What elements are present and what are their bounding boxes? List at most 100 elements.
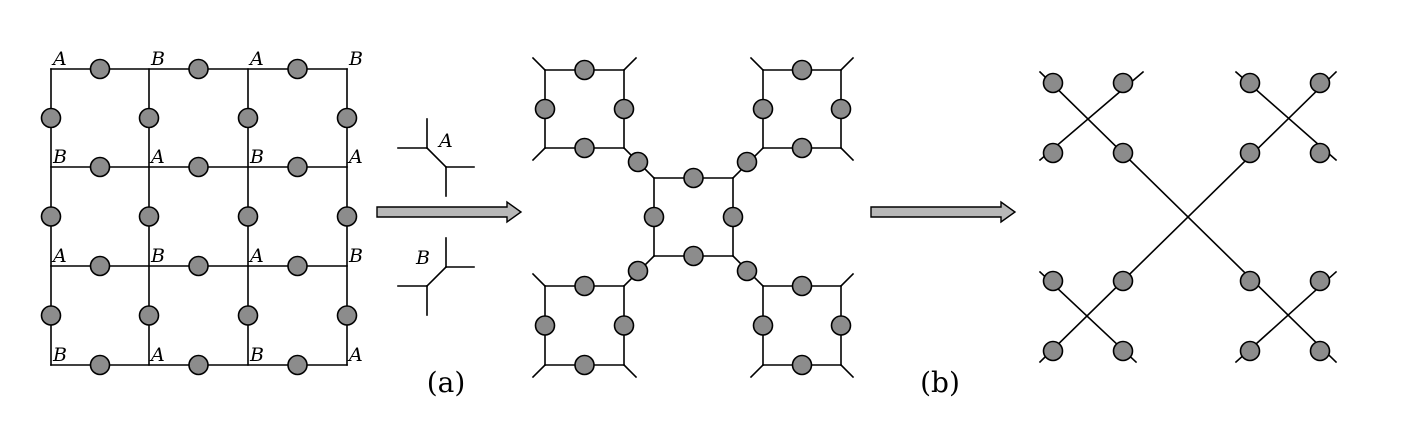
lattice-edge-node	[89, 255, 111, 277]
x-network-node	[1239, 340, 1261, 362]
x-network-node	[1042, 72, 1064, 94]
caption-b: (b)	[920, 366, 960, 399]
plaquette-node	[830, 315, 852, 336]
plaquette-node	[534, 315, 556, 336]
lattice-edge-node	[89, 58, 111, 80]
lattice-vertex-label: B	[348, 245, 363, 267]
diagonal-bond-node	[627, 260, 649, 282]
lattice-edge-node	[40, 206, 62, 227]
plaquette-node	[791, 59, 813, 81]
x-network-node	[1042, 142, 1064, 164]
lattice-edge-node	[188, 255, 209, 277]
plaquette	[531, 56, 638, 162]
plaquette-leg	[531, 146, 547, 162]
lattice-vertex-label: B	[52, 344, 67, 366]
legend-a-edge	[425, 146, 448, 169]
lattice-edge-node	[336, 206, 358, 227]
lattice-vertex-label: B	[249, 146, 264, 168]
plaquette-node	[574, 59, 595, 81]
plaquette	[749, 272, 855, 379]
arrow-a	[376, 200, 523, 224]
lattice-edge-node	[40, 107, 62, 129]
lattice-vertex-label: B	[150, 48, 165, 70]
x-network-node	[1309, 142, 1331, 164]
x-network-node	[1112, 72, 1134, 94]
plaquette-node	[534, 98, 556, 120]
x-network-panel	[1038, 70, 1338, 364]
plaquette-node	[830, 98, 852, 120]
plaquette-node	[791, 137, 813, 159]
plaquette-node	[643, 206, 665, 228]
lattice-vertex-label: A	[149, 344, 165, 366]
lattice-vertex-label: A	[149, 146, 165, 168]
plaquette-leg	[531, 363, 547, 379]
diagonal-bond-node	[736, 260, 758, 282]
lattice-edge-node	[237, 107, 259, 129]
lattice-vertex-label: A	[51, 48, 67, 70]
plaquette-leg	[749, 56, 765, 72]
plaquette-node	[683, 167, 704, 189]
lattice-vertex-label: A	[248, 245, 264, 267]
plaquette-leg	[622, 363, 638, 379]
x-network-node	[1042, 270, 1064, 292]
plaquette	[640, 164, 747, 270]
lattice-edge-node	[40, 305, 62, 326]
lattice-vertex-label: B	[249, 344, 264, 366]
x-network-node	[1112, 142, 1134, 164]
lattice-edge-node	[287, 255, 308, 277]
lattice-edge-node	[287, 354, 308, 376]
lattice-vertex-label: B	[348, 48, 363, 70]
plaquette-node	[574, 354, 595, 376]
lattice-edge-node	[336, 305, 358, 326]
lattice-edge-node	[188, 58, 209, 80]
x-network-node	[1309, 72, 1331, 94]
lattice-vertex-label: A	[347, 344, 363, 366]
lattice-edge-node	[237, 206, 259, 227]
plaquette-node	[574, 275, 595, 297]
diagonal-bond-node	[627, 151, 649, 173]
x-network-node	[1112, 340, 1134, 362]
plaquette-leg	[531, 56, 547, 72]
plaquette-leg	[531, 272, 547, 288]
lattice-edge-node	[287, 156, 308, 178]
lattice-vertex-label: A	[248, 48, 264, 70]
vertex-type-legend: AB	[397, 118, 475, 316]
x-network-node	[1239, 270, 1261, 292]
plaquette-node	[791, 275, 813, 297]
lattice-edge-node	[89, 354, 111, 376]
plaquette-node	[722, 206, 744, 228]
legend-b-label: B	[415, 247, 430, 269]
lattice-edge-node	[138, 206, 160, 227]
diagonal-bond-node	[736, 151, 758, 173]
plaquette-leg	[839, 56, 855, 72]
caption-a: (a)	[427, 366, 466, 399]
plaquette-node	[574, 137, 595, 159]
plaquette-leg	[839, 146, 855, 162]
legend-a-label: A	[437, 130, 453, 152]
x-network-node	[1309, 270, 1331, 292]
plaquette-leg	[622, 56, 638, 72]
lattice-vertex-label: A	[51, 245, 67, 267]
lattice-edge-node	[138, 107, 160, 129]
lattice-edge-node	[287, 58, 308, 80]
x-network-node	[1309, 340, 1331, 362]
coarse-grained-panel	[531, 56, 855, 379]
transformation-arrows	[376, 200, 1017, 224]
plaquette-node	[752, 315, 774, 336]
lattice-vertex-label: B	[52, 146, 67, 168]
lattice-edge-node	[188, 354, 209, 376]
plaquette	[531, 272, 638, 379]
legend-b-edge	[425, 265, 448, 288]
x-network-node	[1042, 340, 1064, 362]
x-diagonal-line	[1038, 70, 1338, 364]
plaquette-leg	[839, 272, 855, 288]
lattice-edge-node	[237, 305, 259, 326]
plaquette-node	[752, 98, 774, 120]
lattice-edge-node	[336, 107, 358, 129]
plaquette-node	[791, 354, 813, 376]
arrow-b	[870, 200, 1017, 224]
x-network-node	[1239, 142, 1261, 164]
lattice-edge-node	[188, 156, 209, 178]
